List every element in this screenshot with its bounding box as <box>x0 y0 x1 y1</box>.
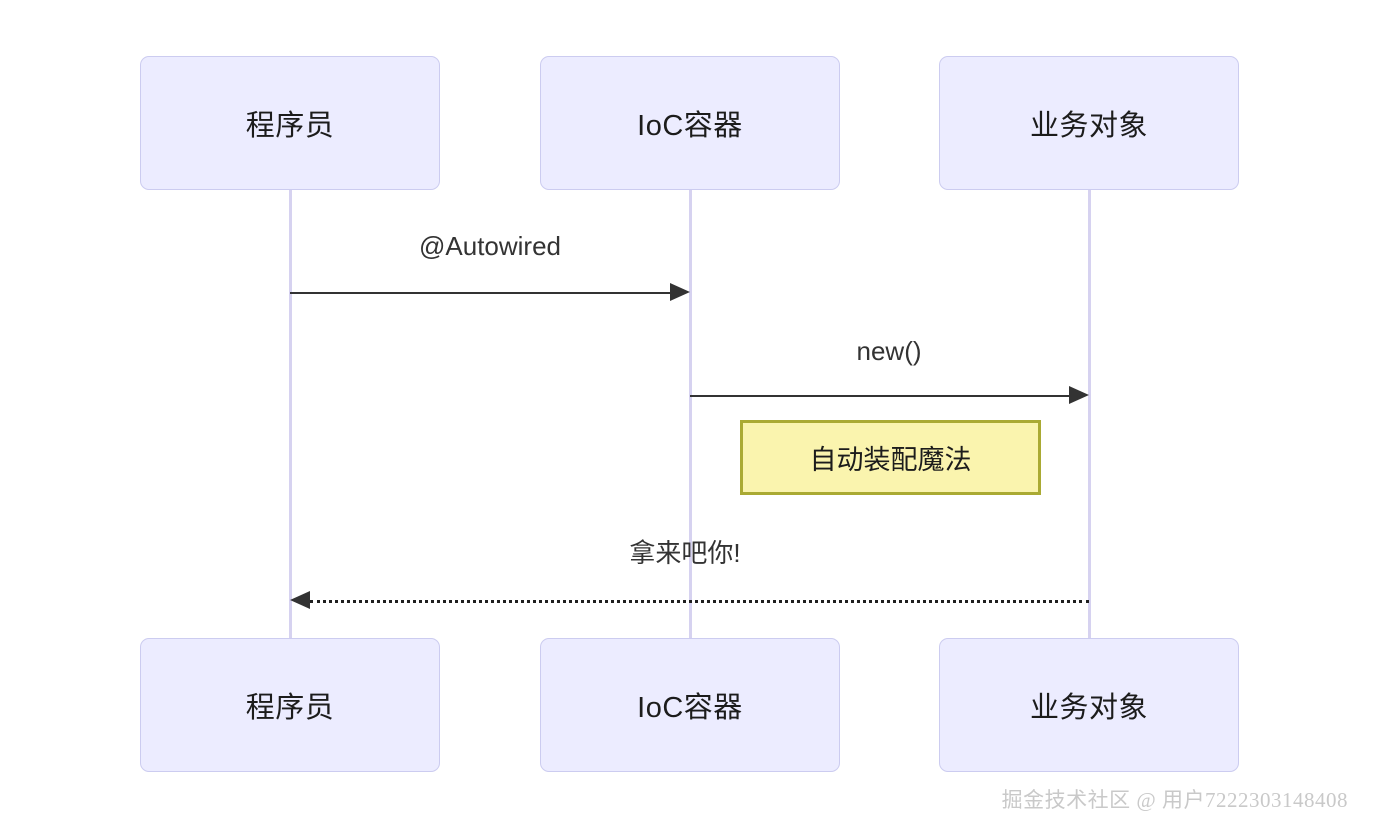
actor-label-ioc-container-bottom: IoC容器 <box>637 692 743 724</box>
note-label-autowire-magic: 自动装配魔法 <box>809 445 972 475</box>
actor-box-business-object-bottom[interactable]: 业务对象 <box>939 638 1239 772</box>
lifeline-business-object <box>1088 190 1091 640</box>
lifeline-ioc-container <box>689 190 692 640</box>
message-line-return <box>310 600 1089 603</box>
arrowhead-right-new <box>1069 386 1089 404</box>
lifeline-programmer <box>289 190 292 640</box>
actor-box-programmer-top[interactable]: 程序员 <box>140 56 440 190</box>
arrowhead-left-return <box>290 591 310 609</box>
actor-label-business-object-top: 业务对象 <box>1029 110 1148 142</box>
arrowhead-right-autowired <box>670 283 690 301</box>
actor-label-programmer-bottom: 程序员 <box>245 692 335 724</box>
message-label-return: 拿来吧你! <box>629 538 741 568</box>
actor-box-business-object-top[interactable]: 业务对象 <box>939 56 1239 190</box>
actor-label-ioc-container-top: IoC容器 <box>637 110 743 142</box>
message-line-autowired <box>290 292 670 294</box>
actor-label-programmer-top: 程序员 <box>245 110 335 142</box>
message-label-new: new() <box>856 336 922 366</box>
message-label-autowired: @Autowired <box>418 231 562 261</box>
actor-box-ioc-container-top[interactable]: IoC容器 <box>540 56 840 190</box>
actor-label-business-object-bottom: 业务对象 <box>1029 692 1148 724</box>
actor-box-programmer-bottom[interactable]: 程序员 <box>140 638 440 772</box>
message-line-new <box>690 395 1069 397</box>
note-autowire-magic: 自动装配魔法 <box>740 420 1041 495</box>
actor-box-ioc-container-bottom[interactable]: IoC容器 <box>540 638 840 772</box>
watermark-text: 掘金技术社区 @ 用户7222303148408 <box>1001 788 1348 812</box>
